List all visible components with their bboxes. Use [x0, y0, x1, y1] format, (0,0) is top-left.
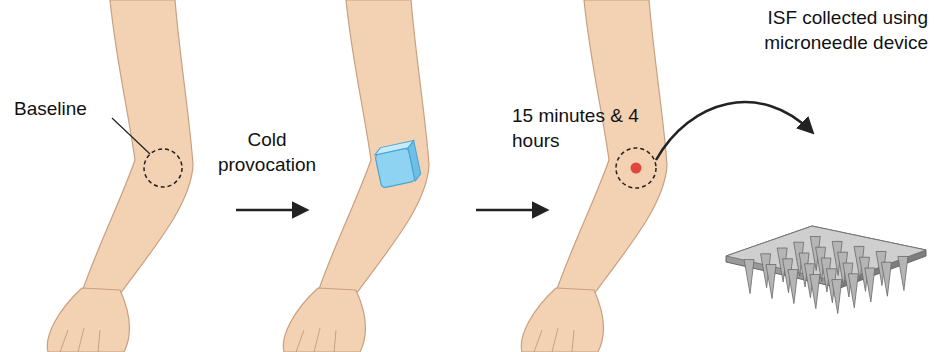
wheal-dot [631, 163, 642, 174]
needle [848, 274, 858, 308]
needle [881, 262, 891, 296]
step-arrow [236, 209, 306, 212]
arm [521, 0, 667, 352]
ice-cube [374, 141, 422, 189]
step-label: Baseline [14, 97, 124, 122]
needle [766, 265, 776, 299]
step-label: Cold provocation [208, 128, 326, 177]
leader-line [112, 118, 150, 154]
needle [744, 260, 754, 294]
needle [832, 280, 842, 314]
arm [283, 0, 429, 352]
step-label: ISF collected using microneedle device [700, 6, 928, 55]
step-label: 15 minutes & 4 hours [512, 104, 644, 153]
site-circle [144, 149, 182, 187]
step-arrow [476, 209, 546, 212]
needle [788, 270, 798, 304]
needle [898, 256, 908, 290]
site-circle [616, 148, 656, 188]
needle [810, 275, 820, 309]
curved-arrow [656, 102, 812, 160]
needle [865, 268, 875, 302]
arm [47, 0, 193, 352]
microneedle-device [726, 226, 926, 314]
